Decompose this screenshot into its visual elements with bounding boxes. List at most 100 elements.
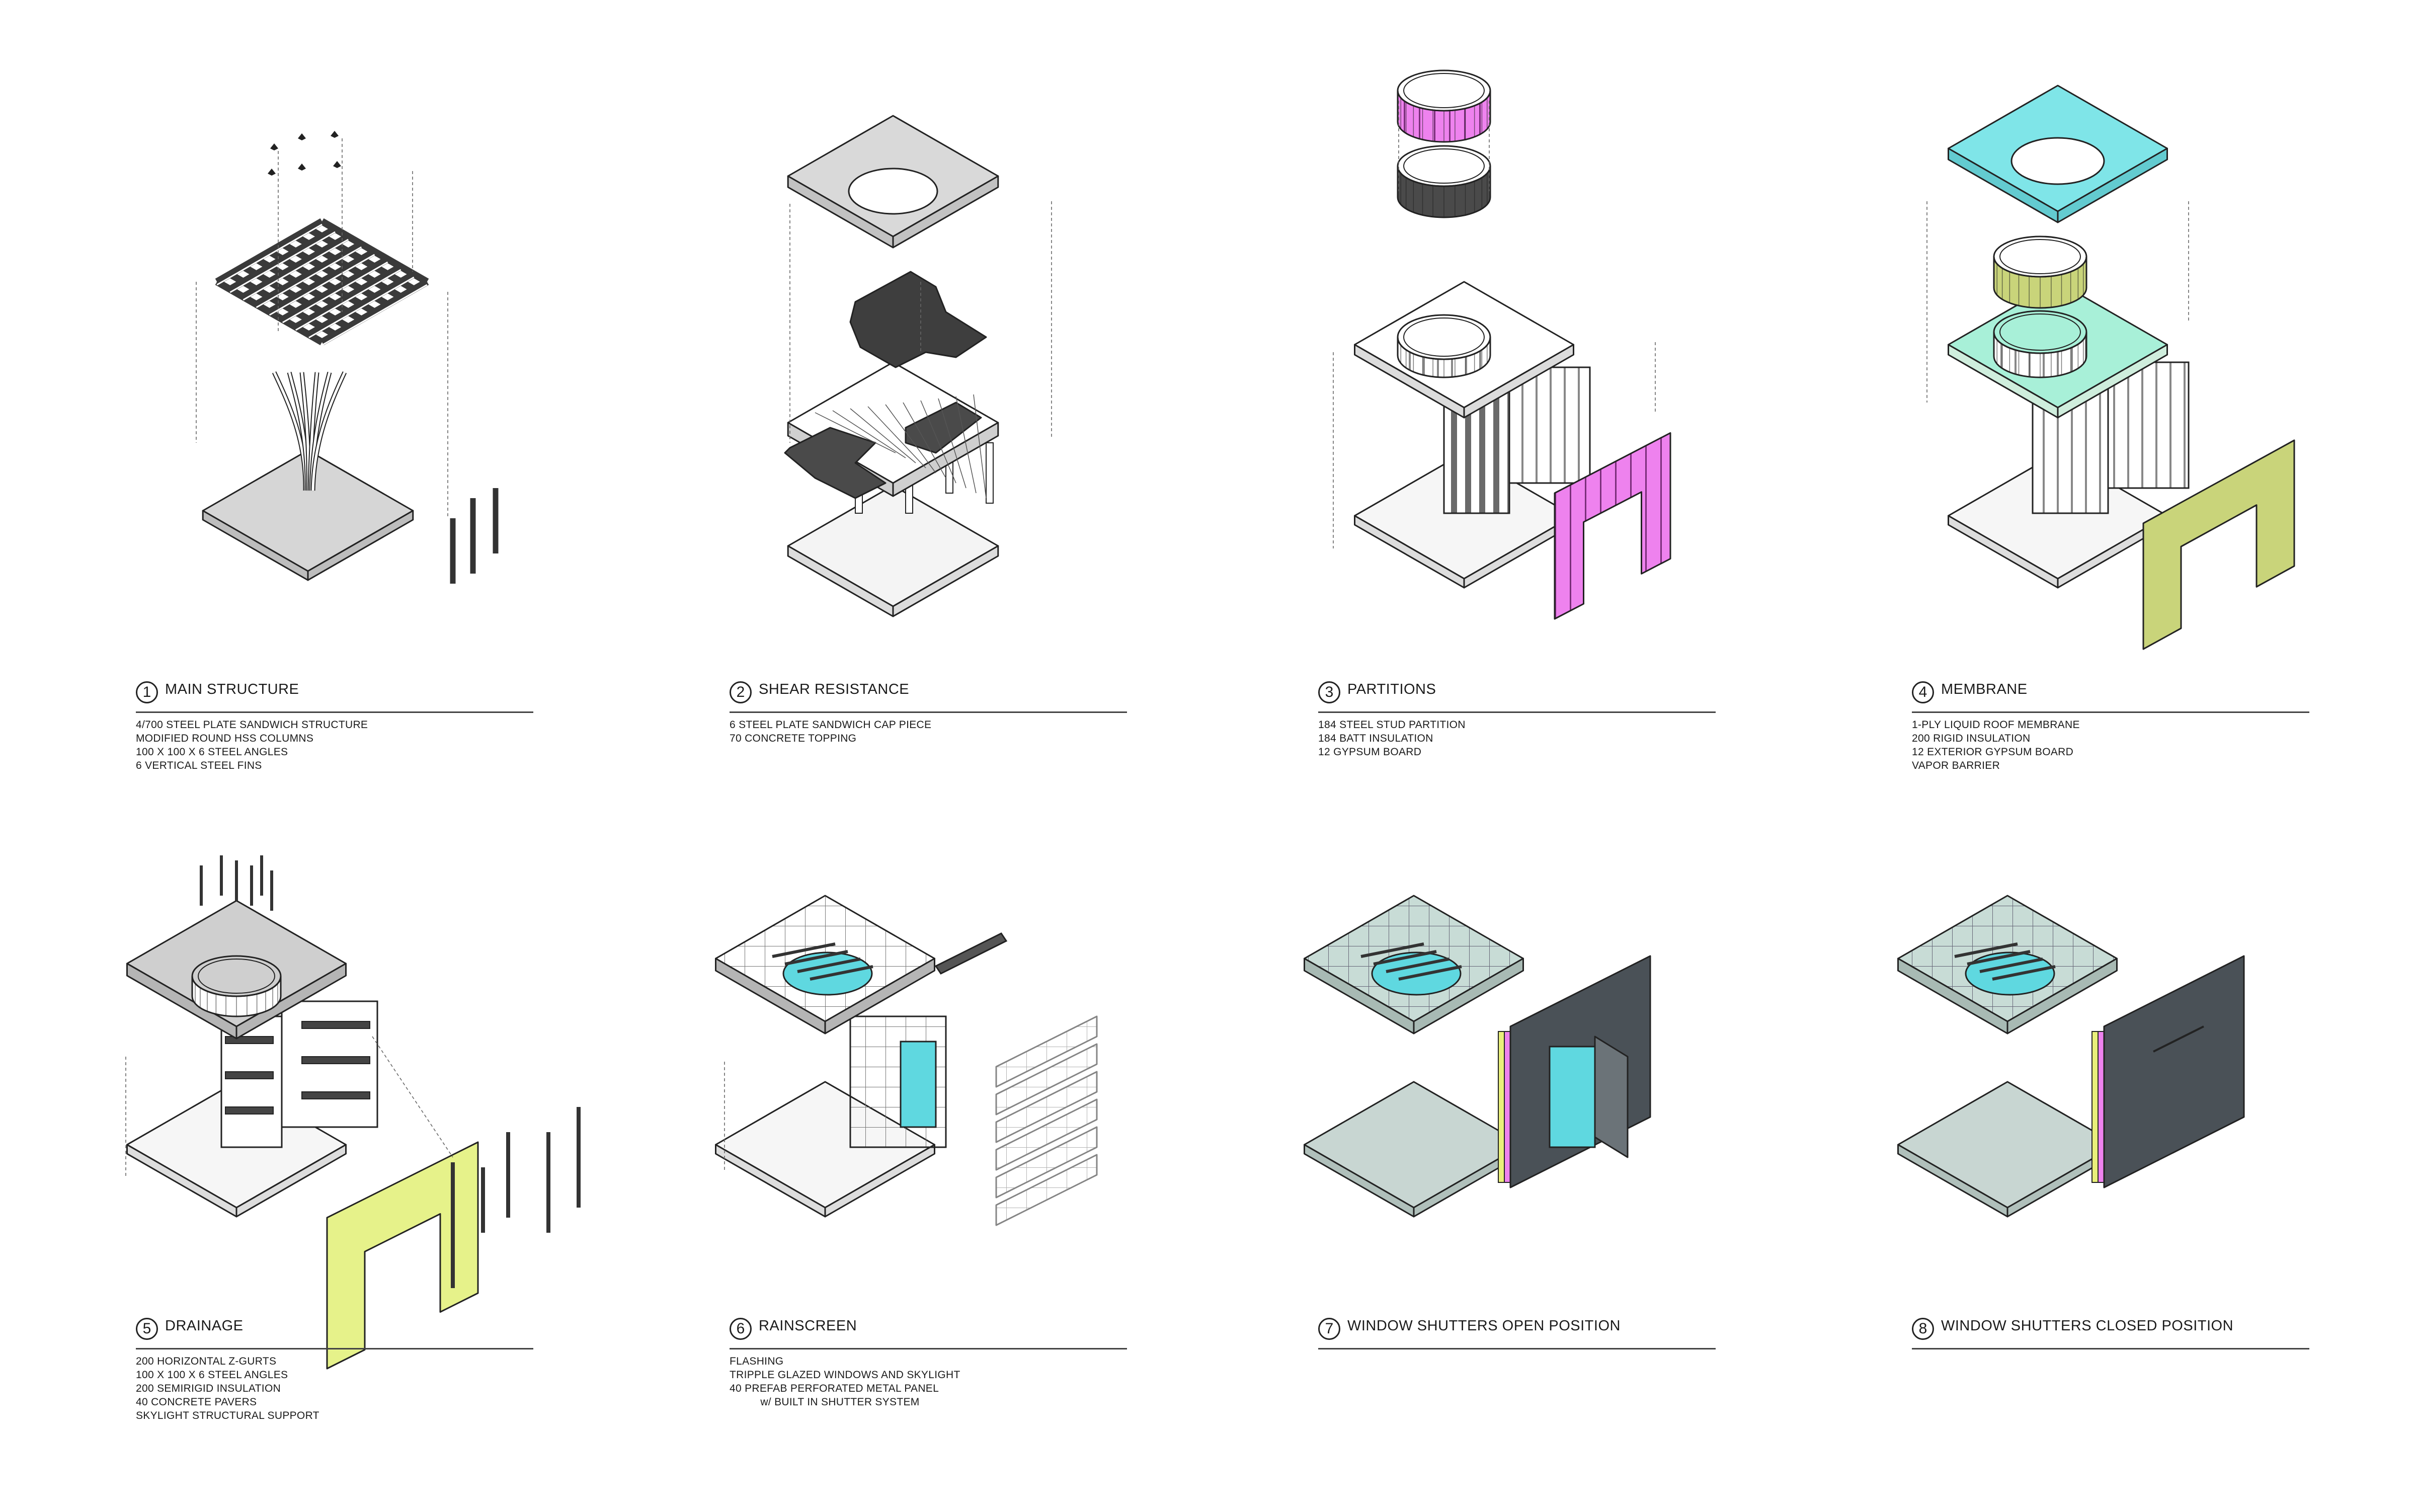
portal-face [2142,439,2295,650]
spec-line: 184 BATT INSULATION [1318,733,1433,744]
portal-face [1554,432,1671,620]
spec-line: 200 HORIZONTAL Z-GURTS [136,1356,277,1367]
shutter-panel [995,1015,1098,1088]
grid-highlight [295,269,401,331]
mullion [1398,965,1462,981]
rigid-insulation-slab [1948,281,2168,419]
panel-4-membrane [1926,85,2295,650]
insulation-edge [1498,1031,1505,1183]
ring-inner-rim [1999,313,2081,351]
grid-highlight [243,238,349,301]
ring-inner-rim [1403,73,1485,108]
rib [938,398,967,489]
roof-slab [1354,281,1574,419]
caption-panel-2: 2 SHEAR RESISTANCE 6 STEEL PLATE SANDWICH … [730,679,1127,745]
z-girt [301,1091,370,1099]
window-opening [1549,1046,1596,1148]
step-number: 1 [136,681,158,703]
rib [867,406,926,468]
ring-rim [1993,235,2087,278]
panel-title: WINDOW SHUTTERS CLOSED POSITION [1941,1318,2234,1334]
steel-cap [849,271,987,368]
spec-line: 40 CONCRETE PAVERS [136,1396,257,1408]
vapor-barrier-ring [1993,235,2087,309]
skylight-opening [848,168,938,215]
spec-line: 70 CONCRETE TOPPING [730,733,857,744]
angle-marker [270,143,278,150]
stud-wall [1508,366,1591,484]
angle-marker [268,169,276,176]
rib [920,400,956,484]
spec-line: FLASHING [730,1356,784,1367]
open-shutter [1594,1036,1629,1158]
mullion [784,950,848,966]
glazed-window [900,1041,937,1128]
spec-line: w/ BUILT IN SHUTTER SYSTEM [730,1396,920,1408]
grid-beam [255,256,363,323]
angle-marker [298,133,306,140]
grid-highlight [256,246,362,308]
mullion [810,965,873,981]
grid-highlight [229,231,336,293]
slab-side-right [892,175,999,249]
ring-inner-rim [1403,317,1485,357]
slab-top [787,485,999,607]
spec-line: TRIPPLE GLAZED WINDOWS AND SKYLIGHT [730,1369,960,1381]
column-fill [311,371,346,491]
panel-7-shutters-open [1304,895,1651,1218]
concrete-pavers [126,900,347,1040]
base-slab [202,449,414,581]
partition-edge [2098,1031,2105,1183]
partition-edge [1504,1031,1511,1183]
spec-line: 200 RIGID INSULATION [1912,733,2031,744]
rib [832,410,906,458]
rib [955,396,977,494]
mullion [1360,942,1424,958]
panel-1-main-structure [196,131,499,584]
slab-side-right [235,963,347,1040]
spec-line: 6 VERTICAL STEEL FINS [136,760,262,771]
vertical-fins [450,488,499,584]
semirigid-insulation-portal [326,1141,479,1370]
base-slab [1897,1081,2118,1218]
skylight-mullions [1360,942,1462,981]
grid-beam [320,278,429,346]
angle-marker [298,164,306,171]
slab-side-right [2057,147,2168,223]
grid-highlight [321,284,428,346]
panel-title: SHEAR RESISTANCE [759,681,910,697]
grid-highlight [308,276,415,339]
step-number: 5 [136,1318,158,1340]
slab-top [1304,1081,1524,1209]
guide-line [372,1036,453,1158]
rib [885,404,936,473]
rib [973,394,987,499]
slab-side-right [892,545,999,617]
shutter-panel [995,1154,1098,1226]
slab-side-right [1413,958,1524,1034]
caption-header: 2 SHEAR RESISTANCE [730,679,1127,713]
step-number: 2 [730,681,752,703]
skylight-opening [2010,137,2105,185]
slab-side-right [307,510,414,581]
slab-side-right [2006,958,2118,1034]
grid-beam [281,256,389,323]
shutter-panel [995,1098,1098,1171]
slab-side-right [824,1144,935,1218]
hss-columns [272,371,347,491]
spec-list: FLASHING TRIPPLE GLAZED WINDOWS AND SKYLI… [730,1349,1127,1409]
skylight-mullions [772,942,873,981]
